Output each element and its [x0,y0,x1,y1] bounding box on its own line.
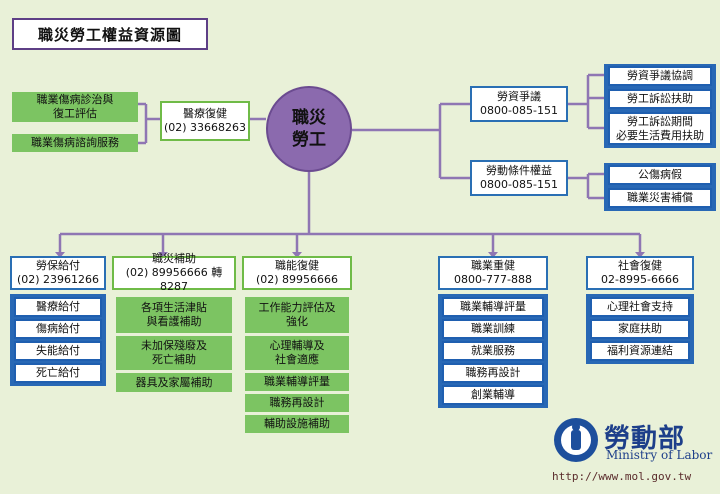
item-line: 輔助設施補助 [264,417,330,430]
item-line: 公傷病假 [638,168,682,181]
item-line: 與看護補助 [146,315,202,328]
category-phone: 02-8995-6666 [601,273,679,286]
category-item: 各項生活津貼 與看護補助 [116,297,232,333]
page-title: 職災勞工權益資源圖 [12,18,208,50]
item-line: 傷病給付 [36,322,80,335]
item-line: 心理社會支持 [607,300,673,313]
item-line: 職務再設計 [465,366,521,379]
medical-item: 職業傷病諮詢服務 [12,134,138,152]
item-line: 必要生活費用扶助 [616,128,704,142]
item-line: 勞工訴訟期間 [627,114,693,128]
dispute-phone: 0800-085-151 [480,104,558,117]
dispute-item: 勞工訴訟期間 必要生活費用扶助 [608,112,712,145]
item-line: 失能給付 [36,344,80,357]
item-line: 職業輔導評量 [460,300,526,313]
category-item: 輔助設施補助 [245,415,349,433]
category-node-vocational-rehab: 職能復健 (02) 89956666 [242,256,352,290]
category-item: 職業輔導評量 [442,297,544,317]
category-name: 勞保給付 [36,259,80,272]
item-line: 死亡補助 [152,353,196,366]
item-line: 工作能力評估及 [258,301,336,314]
item-line: 職業輔導評量 [264,375,330,388]
category-node-labor-insurance: 勞保給付 (02) 23961266 [10,256,106,290]
item-line: 醫療給付 [36,300,80,313]
category-item: 心理社會支持 [590,297,690,317]
category-name: 職災補助 [152,252,196,265]
conditions-item: 職業災害補償 [608,188,712,208]
item-line: 復工評估 [53,107,97,120]
logo-name: 勞動部 [604,424,686,454]
logo-english: Ministry of Labor [606,448,713,462]
item-line: 社會適應 [275,353,319,366]
category-node-social-rehab: 社會復健 02-8995-6666 [586,256,694,290]
category-phone: (02) 89956666 [255,273,339,286]
category-item: 福利資源連結 [590,341,690,361]
item-line: 職業傷病診治與 [36,93,114,106]
category-item: 心理輔導及 社會適應 [245,336,349,370]
category-item: 創業輔導 [442,385,544,405]
item-line: 職業訓練 [471,322,515,335]
category-phone: 0800-777-888 [454,273,532,286]
item-line: 各項生活津貼 [141,301,207,314]
category-name: 職能復健 [275,259,319,272]
dispute-item: 勞資爭議協調 [608,66,712,86]
hub-line2: 勞工 [292,130,326,150]
conditions-name: 勞動條件權益 [486,164,552,177]
item-line: 未加保殘廢及 [141,339,207,352]
item-line: 家庭扶助 [618,322,662,335]
website-link[interactable]: http://www.mol.gov.tw [552,470,692,483]
category-name: 職業重健 [471,259,515,272]
item-line: 心理輔導及 [269,339,325,352]
medical-phone: (02) 33668263 [163,121,247,134]
item-line: 勞工訴訟扶助 [627,92,693,105]
item-line: 職業災害補償 [627,191,693,204]
conditions-node: 勞動條件權益 0800-085-151 [470,160,568,196]
category-item: 死亡給付 [14,363,102,383]
item-line: 福利資源連結 [607,344,673,357]
category-item: 器具及家屬補助 [116,373,232,392]
item-line: 勞資爭議協調 [627,69,693,82]
item-line: 創業輔導 [471,388,515,401]
hub-line1: 職災 [292,108,326,128]
category-item: 就業服務 [442,341,544,361]
category-item: 職業訓練 [442,319,544,339]
category-item: 家庭扶助 [590,319,690,339]
item-line: 就業服務 [471,344,515,357]
category-item: 醫療給付 [14,297,102,317]
dispute-node: 勞資爭議 0800-085-151 [470,86,568,122]
category-item: 傷病給付 [14,319,102,339]
dispute-name: 勞資爭議 [497,90,541,103]
medical-node: 醫療復健 (02) 33668263 [160,101,250,141]
category-item: 職務再設計 [245,394,349,412]
category-item: 職業輔導評量 [245,373,349,391]
category-phone: (02) 89956666 轉 8287 [125,266,223,293]
category-phone: (02) 23961266 [16,273,100,286]
item-line: 強化 [286,315,308,328]
category-node-reemployment: 職業重健 0800-777-888 [438,256,548,290]
medical-name: 醫療復健 [183,107,227,120]
item-line: 職業傷病諮詢服務 [31,136,119,149]
central-node: 職災 勞工 [266,86,352,172]
item-line: 死亡給付 [36,366,80,379]
ministry-emblem-icon [552,416,600,464]
category-node-subsidy: 職災補助 (02) 89956666 轉 8287 [112,252,236,293]
category-item: 未加保殘廢及 死亡補助 [116,336,232,370]
category-item: 職務再設計 [442,363,544,383]
category-name: 社會復健 [618,259,662,272]
item-line: 器具及家屬補助 [135,375,213,389]
category-item: 工作能力評估及 強化 [245,297,349,333]
dispute-item: 勞工訴訟扶助 [608,89,712,109]
conditions-item: 公傷病假 [608,165,712,185]
item-line: 職務再設計 [269,396,325,409]
category-item: 失能給付 [14,341,102,361]
conditions-phone: 0800-085-151 [480,178,558,191]
medical-item: 職業傷病診治與 復工評估 [12,92,138,122]
